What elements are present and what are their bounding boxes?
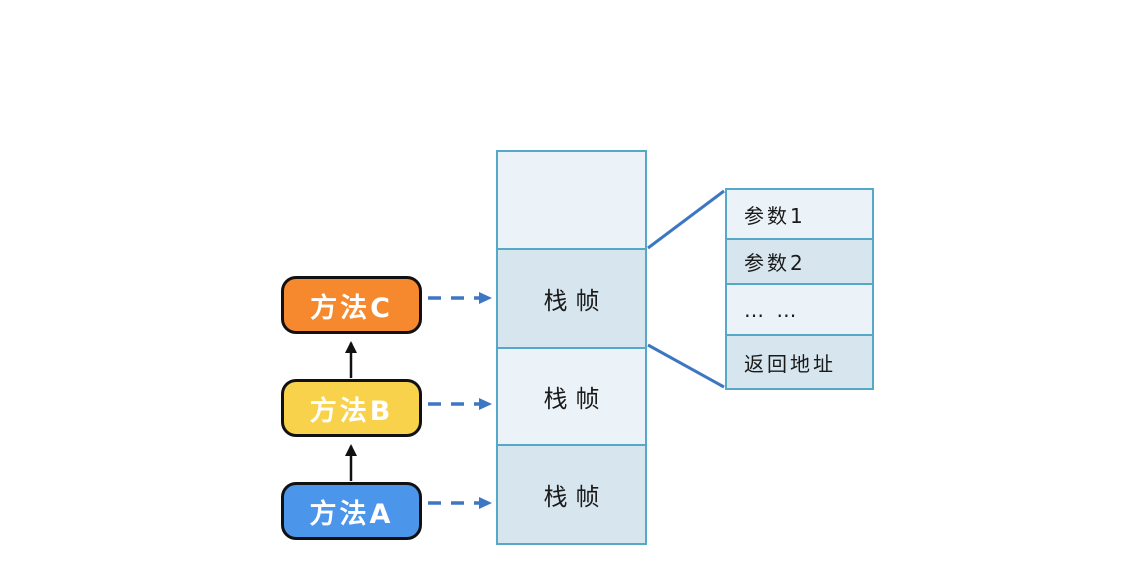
stack-cell-frame-a: 栈帧 <box>498 444 645 544</box>
frame-detail-label: 参数2 <box>744 251 806 276</box>
stack-column: 栈帧 栈帧 栈帧 <box>496 150 647 545</box>
frame-detail-label: … … <box>744 297 800 322</box>
frame-detail-row-ellipsis: … … <box>727 283 872 335</box>
frame-detail-label: 返回地址 <box>744 351 836 376</box>
frame-detail-row-param1: 参数1 <box>727 190 872 238</box>
method-label: 方法A <box>309 498 394 530</box>
method-box-b: 方法B <box>281 379 422 437</box>
stack-cell-label: 栈帧 <box>543 483 608 512</box>
stack-cell-frame-b: 栈帧 <box>498 347 645 445</box>
stack-cell-empty <box>498 152 645 248</box>
frame-detail-label: 参数1 <box>744 203 806 228</box>
method-box-c: 方法C <box>281 276 422 334</box>
method-box-a: 方法A <box>281 482 422 540</box>
frame-detail-row-param2: 参数2 <box>727 238 872 284</box>
frame-detail-table: 参数1 参数2 … … 返回地址 <box>725 188 874 390</box>
method-label: 方法B <box>309 395 394 427</box>
stack-cell-frame-c: 栈帧 <box>498 248 645 347</box>
stack-cell-label: 栈帧 <box>543 385 608 413</box>
stack-cell-label: 栈帧 <box>543 287 608 315</box>
frame-detail-row-return-address: 返回地址 <box>727 334 872 389</box>
method-label: 方法C <box>310 292 393 324</box>
frame-detail-connector-bottom <box>647 343 725 389</box>
frame-detail-connector-top <box>647 189 725 250</box>
